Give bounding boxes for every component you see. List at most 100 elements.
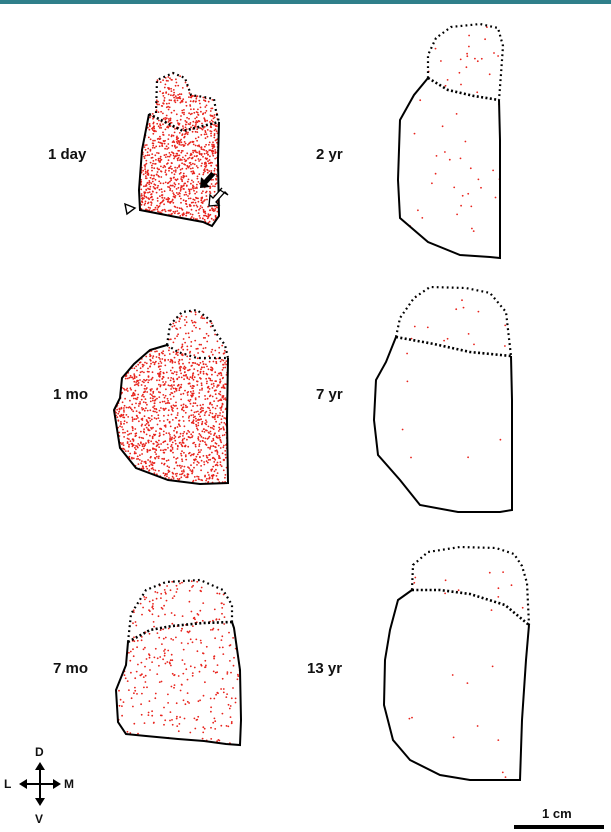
cell-dot <box>175 97 177 99</box>
cell-dot <box>173 89 175 91</box>
cell-dot <box>465 141 467 143</box>
cell-dot <box>218 435 220 437</box>
cell-dot <box>228 632 230 634</box>
cell-dot <box>210 711 212 713</box>
cell-dot <box>167 121 169 123</box>
cell-dot <box>467 193 469 195</box>
cell-dot <box>223 386 225 388</box>
cell-dot <box>151 153 153 155</box>
cell-dot <box>199 217 201 219</box>
cell-dot <box>184 159 186 161</box>
cell-dot <box>214 371 216 373</box>
cell-dot <box>158 141 160 143</box>
cell-dot <box>199 699 201 701</box>
arrowhead-up-icon <box>35 762 45 770</box>
cell-dot <box>195 639 197 641</box>
cell-dot <box>200 465 202 467</box>
cell-dot <box>151 661 153 663</box>
cell-dot <box>164 463 166 465</box>
cell-dot <box>219 382 221 384</box>
cell-dot <box>152 599 154 601</box>
cell-dot <box>190 213 192 215</box>
cell-dot <box>202 317 204 319</box>
cell-dot <box>204 130 206 132</box>
cell-dot <box>138 420 140 422</box>
cell-dot <box>150 397 152 399</box>
cell-dot <box>201 587 203 589</box>
panel-7-mo <box>116 580 241 745</box>
cell-dot <box>176 210 178 212</box>
cell-dot <box>139 379 141 381</box>
cell-dot <box>181 465 183 467</box>
cell-dot <box>157 657 159 659</box>
cell-dot <box>218 455 220 457</box>
cell-dot <box>155 648 157 650</box>
cell-dot <box>134 690 136 692</box>
cell-dot <box>201 146 203 148</box>
cell-dot <box>198 146 200 148</box>
cell-dot <box>222 435 224 437</box>
cell-dot <box>156 598 158 600</box>
cell-dot <box>199 208 201 210</box>
cell-dot <box>158 111 160 113</box>
cell-dot <box>136 693 138 695</box>
cell-dot <box>161 352 163 354</box>
cell-dot <box>417 209 419 211</box>
cell-dot <box>165 449 167 451</box>
cell-dot <box>154 458 156 460</box>
cell-dot <box>221 635 223 637</box>
cell-dot <box>134 407 136 409</box>
cell-dot <box>215 694 217 696</box>
cell-dot <box>189 369 191 371</box>
cell-dot <box>192 390 194 392</box>
cell-dot <box>460 205 462 207</box>
cell-dot <box>215 446 217 448</box>
cell-dot <box>201 460 203 462</box>
cell-dot <box>175 405 177 407</box>
cell-dot <box>168 477 170 479</box>
cell-dot <box>174 145 176 147</box>
cell-dot <box>203 363 205 365</box>
cell-dot <box>186 346 188 348</box>
cell-dot <box>215 619 217 621</box>
cell-dot <box>179 98 181 100</box>
cell-dot <box>213 219 215 221</box>
cell-dot <box>143 156 145 158</box>
cell-dot <box>192 395 194 397</box>
cell-dot <box>144 144 146 146</box>
cell-dot <box>186 121 188 123</box>
cell-dot <box>214 158 216 160</box>
cell-dot <box>217 415 219 417</box>
cell-dot <box>180 187 182 189</box>
cell-dot <box>127 731 129 733</box>
cell-dot <box>205 438 207 440</box>
cell-dot <box>217 451 219 453</box>
cell-dot <box>186 211 188 213</box>
cell-dot <box>191 393 193 395</box>
cell-dot <box>165 473 167 475</box>
cell-dot <box>175 417 177 419</box>
cell-dot <box>163 95 165 97</box>
cell-dot <box>202 361 204 363</box>
cell-dot <box>196 384 198 386</box>
cell-dot <box>210 380 212 382</box>
cell-dot <box>130 440 132 442</box>
cell-dot <box>192 167 194 169</box>
cell-dot <box>213 137 215 139</box>
cell-dot <box>173 351 175 353</box>
cell-dot <box>145 160 147 162</box>
cell-dot <box>154 351 156 353</box>
cell-dot <box>160 202 162 204</box>
cell-dot <box>218 457 220 459</box>
cell-dot <box>208 335 210 337</box>
cell-dot <box>173 141 175 143</box>
cell-dot <box>198 439 200 441</box>
cell-dot <box>220 447 222 449</box>
cell-dot <box>166 103 168 105</box>
cell-dot <box>174 338 176 340</box>
cell-dot <box>171 136 173 138</box>
cell-dot <box>173 110 175 112</box>
cell-dot <box>224 367 226 369</box>
cell-dot <box>177 100 179 102</box>
cell-dot <box>200 368 202 370</box>
